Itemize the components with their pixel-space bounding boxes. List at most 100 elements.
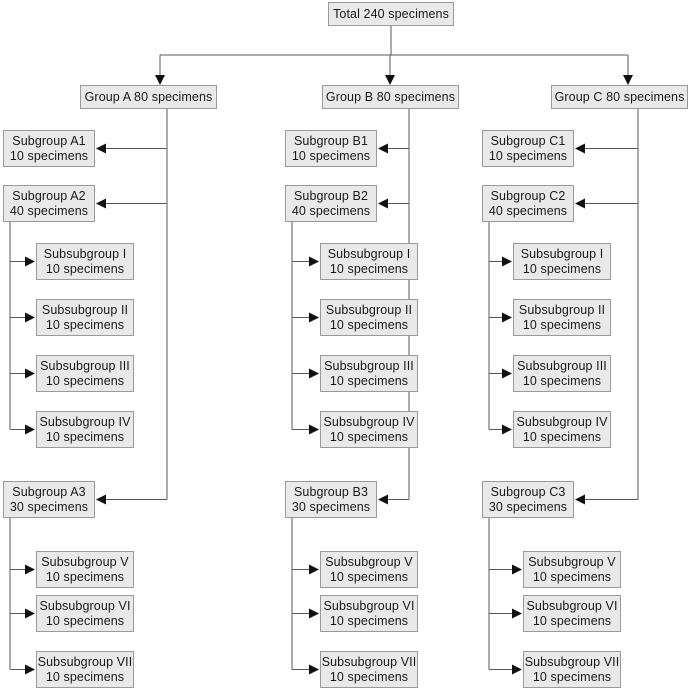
node-subgroup-c1-count: 10 specimens (488, 148, 568, 163)
node-subgroup-a3[interactable]: Subgroup A3 30 specimens (3, 481, 95, 518)
arrowhead-right-B_VII (309, 664, 319, 675)
node-subgroup-a2[interactable]: Subgroup A2 40 specimens (3, 185, 95, 222)
node-c-subsubgroup-iv-title: Subsubgroup IV (516, 414, 608, 429)
node-subgroup-b2[interactable]: Subgroup B2 40 specimens (285, 185, 377, 222)
arrowhead-right-C_I (502, 256, 512, 267)
arrowhead-right-A_III (25, 368, 35, 379)
node-b-subsubgroup-i[interactable]: Subsubgroup I 10 specimens (320, 243, 418, 280)
node-subgroup-b1[interactable]: Subgroup B1 10 specimens (285, 130, 377, 167)
node-subgroup-b3-title: Subgroup B3 (293, 484, 369, 499)
node-group-c[interactable]: Group C 80 specimens (551, 85, 688, 109)
arrowhead-right-C_III (502, 368, 512, 379)
node-c-subsubgroup-vi-count: 10 specimens (532, 613, 612, 628)
arrowhead-right-B_V (309, 564, 319, 575)
arrowhead-right-A_II (25, 312, 35, 323)
node-b-subsubgroup-iii[interactable]: Subsubgroup III 10 specimens (320, 355, 418, 392)
node-subgroup-b2-title: Subgroup B2 (293, 188, 369, 203)
node-b-subsubgroup-vii[interactable]: Subsubgroup VII 10 specimens (320, 651, 418, 688)
node-a-subsubgroup-vi[interactable]: Subsubgroup VI 10 specimens (36, 595, 134, 632)
node-subgroup-c2[interactable]: Subgroup C2 40 specimens (482, 185, 574, 222)
node-b-subsubgroup-vii-count: 10 specimens (329, 669, 409, 684)
node-b-subsubgroup-iv-title: Subsubgroup IV (323, 414, 415, 429)
arrowhead-left-C2 (575, 198, 585, 209)
arrowhead-right-C_VI (512, 608, 522, 619)
node-b-subsubgroup-ii[interactable]: Subsubgroup II 10 specimens (320, 299, 418, 336)
arrowhead-right-B_I (309, 256, 319, 267)
node-a-subsubgroup-iii[interactable]: Subsubgroup III 10 specimens (36, 355, 134, 392)
node-b-subsubgroup-iv-count: 10 specimens (329, 429, 409, 444)
arrowhead-left-A3 (96, 494, 106, 505)
node-c-subsubgroup-iv-count: 10 specimens (522, 429, 602, 444)
node-b-subsubgroup-v-count: 10 specimens (329, 569, 409, 584)
arrowhead-left-B2 (378, 198, 388, 209)
arrowhead-down-groupA (155, 75, 165, 85)
node-subgroup-a3-title: Subgroup A3 (12, 484, 86, 499)
node-b-subsubgroup-v[interactable]: Subsubgroup V 10 specimens (320, 551, 418, 588)
arrowhead-right-C_II (502, 312, 512, 323)
arrowhead-right-B_II (309, 312, 319, 323)
node-a-subsubgroup-v-count: 10 specimens (45, 569, 125, 584)
arrowhead-right-C_V (512, 564, 522, 575)
arrowhead-right-A_VI (25, 608, 35, 619)
node-c-subsubgroup-vii-count: 10 specimens (532, 669, 612, 684)
node-b-subsubgroup-ii-title: Subsubgroup II (325, 302, 413, 317)
arrowhead-right-A_I (25, 256, 35, 267)
node-a-subsubgroup-ii-count: 10 specimens (45, 317, 125, 332)
arrowhead-right-B_IV (309, 424, 319, 435)
node-total[interactable]: Total 240 specimens (328, 2, 454, 26)
node-b-subsubgroup-i-title: Subsubgroup I (327, 246, 411, 261)
node-total-label: Total 240 specimens (333, 6, 449, 21)
node-a-subsubgroup-vi-count: 10 specimens (45, 613, 125, 628)
node-c-subsubgroup-iii-count: 10 specimens (522, 373, 602, 388)
node-c-subsubgroup-v-count: 10 specimens (532, 569, 612, 584)
node-subgroup-b1-title: Subgroup B1 (293, 133, 369, 148)
arrowhead-right-A_V (25, 564, 35, 575)
node-a-subsubgroup-vii[interactable]: Subsubgroup VII 10 specimens (36, 651, 134, 688)
node-subgroup-b3[interactable]: Subgroup B3 30 specimens (285, 481, 377, 518)
node-c-subsubgroup-iii[interactable]: Subsubgroup III 10 specimens (513, 355, 611, 392)
node-subgroup-b1-count: 10 specimens (291, 148, 371, 163)
arrowhead-left-B3 (378, 494, 388, 505)
arrowhead-down-groupC (623, 75, 633, 85)
node-subgroup-c3[interactable]: Subgroup C3 30 specimens (482, 481, 574, 518)
node-b-subsubgroup-i-count: 10 specimens (329, 261, 409, 276)
node-a-subsubgroup-iii-title: Subsubgroup III (40, 358, 130, 373)
node-subgroup-a2-count: 40 specimens (9, 203, 89, 218)
arrowhead-down-groupB (385, 75, 395, 85)
node-subgroup-a3-count: 30 specimens (9, 499, 89, 514)
node-b-subsubgroup-vi[interactable]: Subsubgroup VI 10 specimens (320, 595, 418, 632)
node-subgroup-c1[interactable]: Subgroup C1 10 specimens (482, 130, 574, 167)
node-c-subsubgroup-iii-title: Subsubgroup III (517, 358, 607, 373)
node-c-subsubgroup-v[interactable]: Subsubgroup V 10 specimens (523, 551, 621, 588)
node-group-a[interactable]: Group A 80 specimens (80, 85, 217, 109)
node-c-subsubgroup-vi-title: Subsubgroup VI (526, 598, 618, 613)
node-b-subsubgroup-vii-title: Subsubgroup VII (321, 654, 417, 669)
node-b-subsubgroup-ii-count: 10 specimens (329, 317, 409, 332)
node-group-b[interactable]: Group B 80 specimens (322, 85, 459, 109)
node-subgroup-c3-title: Subgroup C3 (490, 484, 566, 499)
node-b-subsubgroup-v-title: Subsubgroup V (325, 554, 413, 569)
node-subgroup-b2-count: 40 specimens (291, 203, 371, 218)
node-subgroup-c1-title: Subgroup C1 (490, 133, 566, 148)
arrowhead-left-C3 (575, 494, 585, 505)
arrowhead-left-A1 (96, 143, 106, 154)
node-b-subsubgroup-iv[interactable]: Subsubgroup IV 10 specimens (320, 411, 418, 448)
node-c-subsubgroup-iv[interactable]: Subsubgroup IV 10 specimens (513, 411, 611, 448)
node-subgroup-b3-count: 30 specimens (291, 499, 371, 514)
node-c-subsubgroup-vii[interactable]: Subsubgroup VII 10 specimens (523, 651, 621, 688)
node-subgroup-a1[interactable]: Subgroup A1 10 specimens (3, 130, 95, 167)
node-a-subsubgroup-iv-count: 10 specimens (45, 429, 125, 444)
arrowhead-right-B_VI (309, 608, 319, 619)
node-c-subsubgroup-i[interactable]: Subsubgroup I 10 specimens (513, 243, 611, 280)
node-c-subsubgroup-vi[interactable]: Subsubgroup VI 10 specimens (523, 595, 621, 632)
node-a-subsubgroup-i-title: Subsubgroup I (43, 246, 127, 261)
node-subgroup-a1-count: 10 specimens (9, 148, 89, 163)
node-a-subsubgroup-ii[interactable]: Subsubgroup II 10 specimens (36, 299, 134, 336)
node-a-subsubgroup-iv[interactable]: Subsubgroup IV 10 specimens (36, 411, 134, 448)
node-c-subsubgroup-ii[interactable]: Subsubgroup II 10 specimens (513, 299, 611, 336)
node-a-subsubgroup-i[interactable]: Subsubgroup I 10 specimens (36, 243, 134, 280)
arrowhead-left-B1 (378, 143, 388, 154)
node-a-subsubgroup-v[interactable]: Subsubgroup V 10 specimens (36, 551, 134, 588)
node-a-subsubgroup-vii-title: Subsubgroup VII (37, 654, 133, 669)
